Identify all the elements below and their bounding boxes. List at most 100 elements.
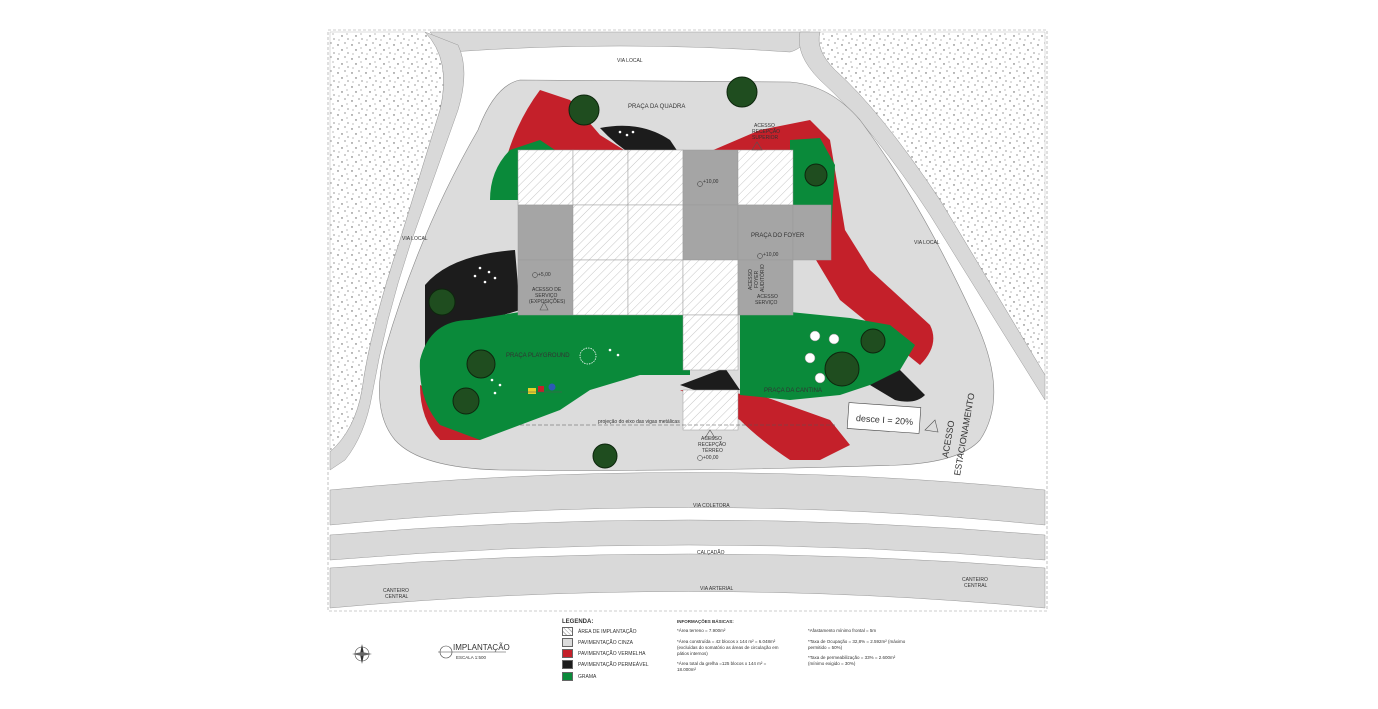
canteiro-right-1: CANTEIRO bbox=[962, 577, 988, 583]
title-scale: ESCALA 1:500 bbox=[456, 655, 487, 660]
street-via-local-left: VIA LOCAL bbox=[402, 236, 428, 242]
acesso-recepcao-superior-1: ACESSO bbox=[754, 123, 775, 129]
block bbox=[517, 259, 574, 316]
canteiro-left-2: CENTRAL bbox=[385, 594, 409, 600]
red-swatch-icon bbox=[562, 649, 573, 658]
praca-cantina-label: PRAÇA DA CANTINA bbox=[764, 388, 822, 394]
canteiro-right-2: CENTRAL bbox=[964, 583, 988, 589]
level-marker bbox=[532, 181, 763, 461]
praca-quadra-label: PRAÇA DA QUADRA bbox=[628, 104, 685, 110]
north-arrow-icon bbox=[352, 644, 372, 664]
street-via-local-top: VIA LOCAL bbox=[617, 58, 643, 64]
tree bbox=[466, 349, 496, 379]
building-grid bbox=[517, 149, 832, 431]
trees bbox=[428, 76, 886, 469]
info-afastamento: *Afastamento mínimo frontal = 5m bbox=[808, 628, 877, 633]
acesso-recepcao-superior-2: RECEPÇÃO bbox=[752, 128, 780, 135]
block bbox=[737, 149, 794, 206]
acesso-foyer-1: ACESSO bbox=[748, 269, 754, 290]
table bbox=[804, 352, 816, 364]
block bbox=[627, 149, 684, 206]
acesso-recepcao-terreo-2: RECEPÇÃO bbox=[698, 441, 726, 448]
access-triangle bbox=[539, 301, 549, 311]
info-construida: *Área construída = 42 blocos x 144 m² = … bbox=[677, 639, 779, 656]
black-swatch-icon bbox=[562, 660, 573, 669]
level-0: +00,00 bbox=[703, 455, 719, 461]
tree bbox=[726, 76, 758, 108]
road-coletora bbox=[329, 472, 1046, 526]
table bbox=[809, 330, 821, 342]
table bbox=[828, 333, 840, 345]
gray-swatch-icon bbox=[562, 638, 573, 647]
block bbox=[627, 204, 684, 261]
grass-left bbox=[419, 300, 690, 440]
tree bbox=[568, 94, 600, 126]
info-terreno: *Área terreno = 7.900m² bbox=[677, 628, 726, 633]
info-grelha: *Área total da grelha =125 blocos x 144 … bbox=[677, 661, 767, 672]
title-implantacao: IMPLANTAÇÃO bbox=[453, 643, 510, 652]
acesso-foyer-3: AUDITÓRIO bbox=[759, 264, 766, 292]
hatch-swatch-icon bbox=[562, 627, 573, 636]
acesso-foyer-2: FOYER bbox=[754, 270, 760, 288]
table bbox=[814, 372, 826, 384]
legend-label: PAVIMENTAÇÃO VERMELHA bbox=[578, 650, 646, 657]
road-calcadao bbox=[329, 519, 1046, 561]
acesso-recepcao-superior-3: SUPERIOR bbox=[752, 135, 779, 141]
slope-note: desce I = 20% bbox=[856, 413, 914, 427]
street-via-arterial: VIA ARTERIAL bbox=[700, 586, 733, 592]
level-10-a: +10,00 bbox=[703, 179, 719, 185]
block bbox=[682, 314, 739, 371]
info-ocupacao: *Taxa de Ocupação = 32,8% = 2.592m² (máx… bbox=[808, 639, 906, 650]
info-title: INFORMAÇÕES BÁSICAS: bbox=[677, 619, 734, 624]
access-triangle bbox=[751, 141, 763, 151]
canteiro-left-1: CANTEIRO bbox=[383, 588, 409, 594]
acesso-servico-b-2: SERVIÇO bbox=[755, 300, 778, 306]
acesso-recepcao-terreo-3: TÉRREO bbox=[702, 447, 723, 454]
road-left bbox=[329, 31, 465, 471]
block bbox=[572, 204, 629, 261]
tree bbox=[824, 351, 860, 387]
projecao-label: projeção do eixo das vigas metálicas bbox=[598, 419, 680, 425]
street-calcadao: CALÇADÃO bbox=[697, 549, 725, 556]
tree bbox=[592, 443, 618, 469]
legend-label: PAVIMENTAÇÃO PERMEÁVEL bbox=[578, 661, 649, 668]
legend-item-gray: PAVIMENTAÇÃO CINZA bbox=[562, 638, 633, 647]
block bbox=[682, 259, 739, 316]
block bbox=[572, 149, 629, 206]
acesso-recepcao-terreo-1: ACESSO bbox=[701, 436, 722, 442]
road-arterial bbox=[329, 553, 1046, 609]
legend-label: ÁREA DE IMPLANTAÇÃO bbox=[578, 628, 637, 635]
acesso-servico-b-1: ACESSO bbox=[757, 294, 778, 300]
legend-item-red: PAVIMENTAÇÃO VERMELHA bbox=[562, 649, 646, 658]
block bbox=[737, 259, 794, 316]
legend-item-black: PAVIMENTAÇÃO PERMEÁVEL bbox=[562, 660, 649, 669]
level-5: +5,00 bbox=[538, 272, 551, 278]
tree bbox=[428, 288, 456, 316]
acesso-servico-2: SERVIÇO bbox=[535, 293, 558, 299]
legend-item-area: ÁREA DE IMPLANTAÇÃO bbox=[562, 627, 637, 636]
block bbox=[517, 204, 574, 261]
legend-item-green: GRAMA bbox=[562, 672, 596, 681]
legend-label: PAVIMENTAÇÃO CINZA bbox=[578, 639, 634, 646]
street-via-local-right: VIA LOCAL bbox=[914, 240, 940, 246]
white-dots bbox=[473, 130, 635, 395]
block bbox=[737, 204, 794, 261]
access-triangles bbox=[539, 141, 939, 439]
level-10-b: +10,00 bbox=[763, 252, 779, 258]
block bbox=[682, 149, 739, 206]
legend-label: GRAMA bbox=[578, 673, 597, 680]
access-triangle bbox=[704, 429, 716, 439]
tree bbox=[452, 387, 480, 415]
praca-foyer-label: PRAÇA DO FOYER bbox=[751, 233, 805, 239]
playground-equipment bbox=[520, 383, 562, 394]
block bbox=[517, 149, 574, 206]
block bbox=[682, 389, 739, 431]
title-symbol bbox=[438, 645, 506, 659]
black-paving-bottom bbox=[680, 368, 740, 392]
green-swatch-icon bbox=[562, 672, 573, 681]
block bbox=[792, 204, 832, 261]
slope-note-box bbox=[846, 402, 922, 434]
block bbox=[682, 204, 739, 261]
street-via-coletora: VIA COLETORA bbox=[693, 503, 730, 509]
